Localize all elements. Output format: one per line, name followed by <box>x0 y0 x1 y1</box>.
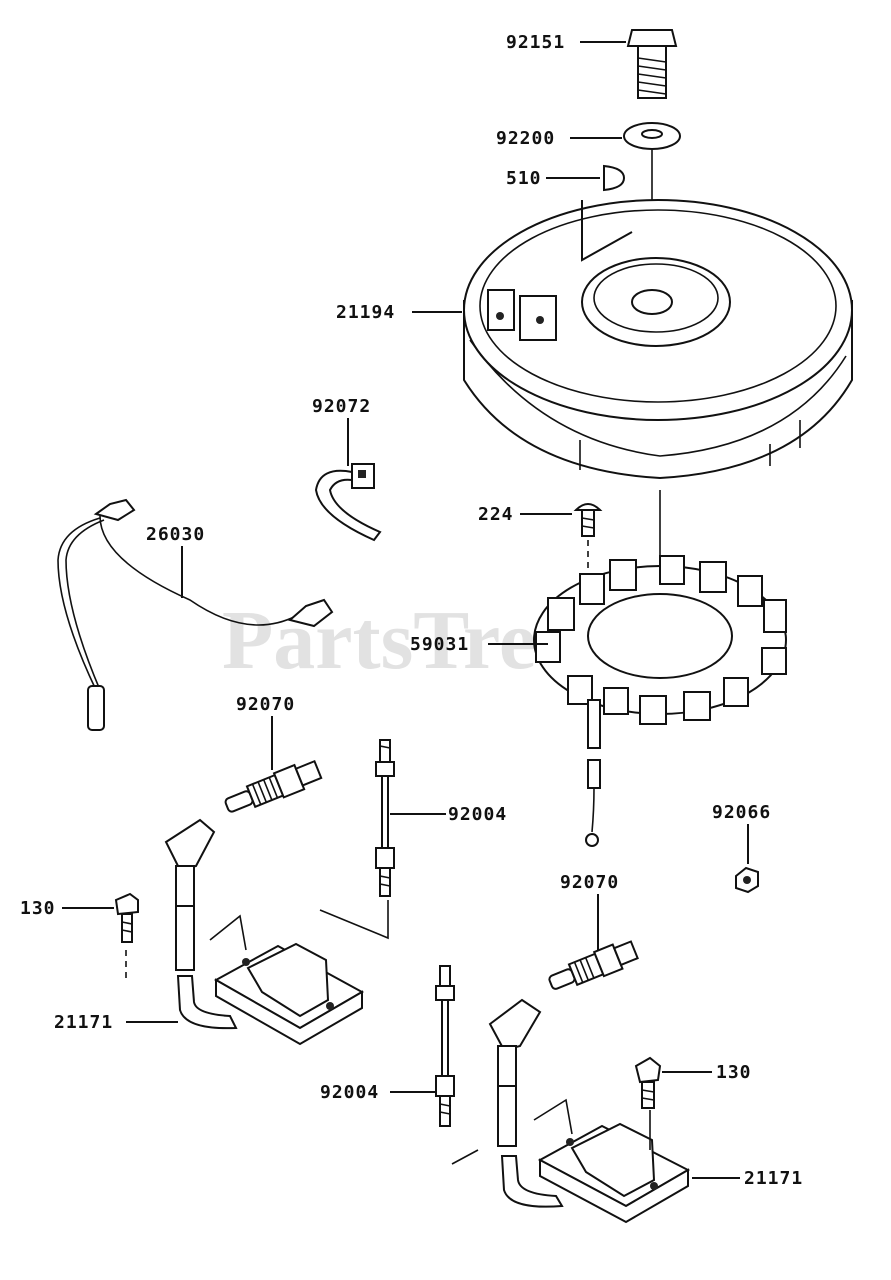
key-510[interactable] <box>603 164 626 192</box>
harness-26030[interactable] <box>57 498 334 731</box>
label-92070-a[interactable]: 92070 <box>236 694 295 715</box>
label-92004-b[interactable]: 92004 <box>320 1082 379 1103</box>
label-92066[interactable]: 92066 <box>712 802 771 823</box>
spark-plug-92070-b[interactable] <box>546 938 639 996</box>
label-26030[interactable]: 26030 <box>146 524 205 545</box>
label-21194[interactable]: 21194 <box>336 302 395 323</box>
stator-59031[interactable] <box>533 555 787 847</box>
screw-224[interactable] <box>573 503 603 537</box>
watermark: PartsTree <box>222 594 573 687</box>
bolt-130-a[interactable] <box>114 892 139 943</box>
stud-92004-b[interactable] <box>435 965 455 1127</box>
flywheel-21194[interactable] <box>463 199 853 480</box>
label-510[interactable]: 510 <box>506 168 542 189</box>
label-224[interactable]: 224 <box>478 504 514 525</box>
nut-92066[interactable] <box>735 866 759 894</box>
label-92004-a[interactable]: 92004 <box>448 804 507 825</box>
label-59031[interactable]: 59031 <box>410 634 469 655</box>
label-21171-b[interactable]: 21171 <box>744 1168 803 1189</box>
label-130-b[interactable]: 130 <box>716 1062 752 1083</box>
label-21171-a[interactable]: 21171 <box>54 1012 113 1033</box>
label-92151[interactable]: 92151 <box>506 32 565 53</box>
ignition-coil-21171-b[interactable] <box>451 998 691 1224</box>
stud-92004-a[interactable] <box>375 739 395 897</box>
label-130-a[interactable]: 130 <box>20 898 56 919</box>
washer-92200[interactable] <box>623 122 681 150</box>
bolt-130-b[interactable] <box>634 1056 662 1109</box>
label-92070-b[interactable]: 92070 <box>560 872 619 893</box>
clamp-92072[interactable] <box>314 463 382 542</box>
label-92072[interactable]: 92072 <box>312 396 371 417</box>
ignition-coil-21171-a[interactable] <box>164 818 389 1046</box>
label-92200[interactable]: 92200 <box>496 128 555 149</box>
spark-plug-92070-a[interactable] <box>222 758 323 819</box>
bolt-92151[interactable] <box>626 29 678 99</box>
